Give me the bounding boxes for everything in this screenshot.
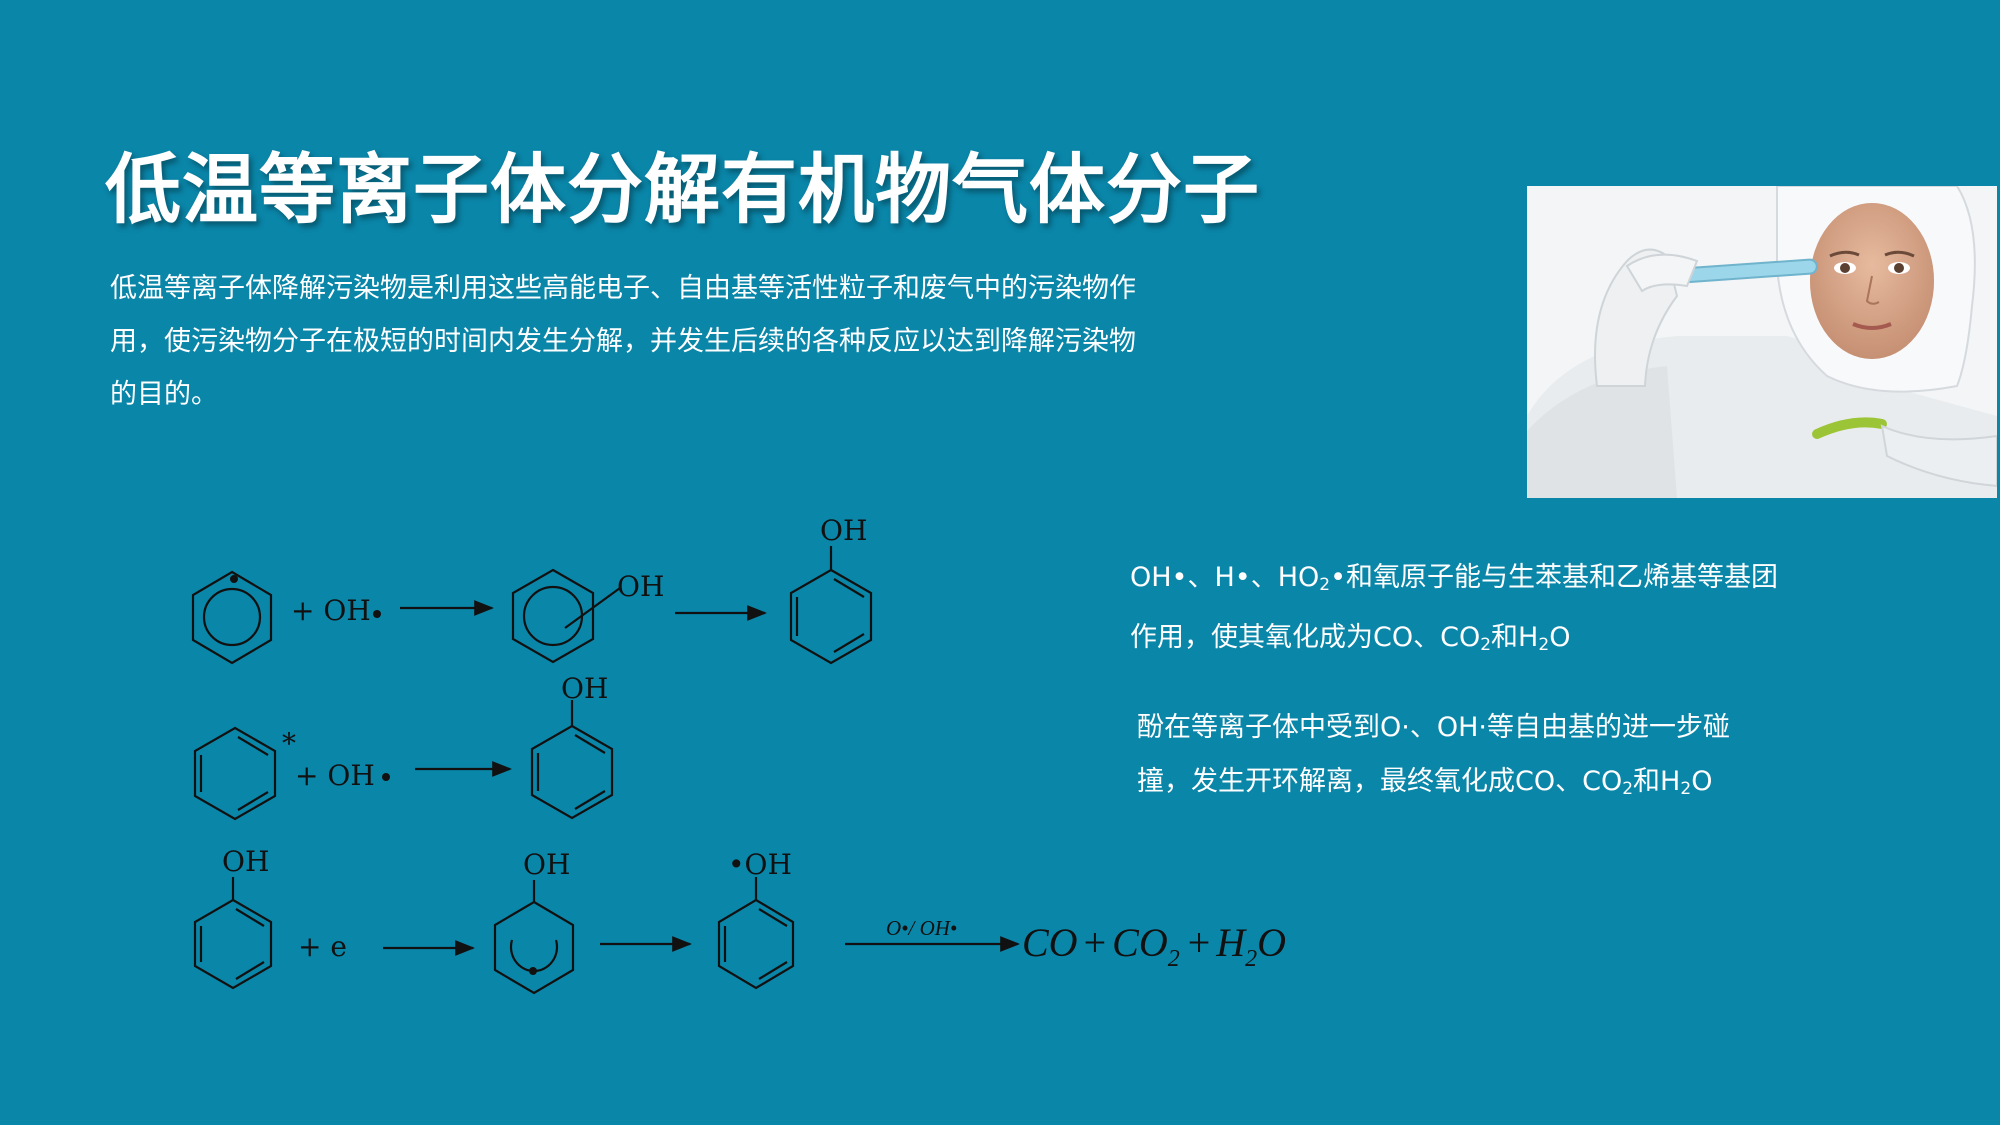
note-phenol-line-1: 酚在等离子体中受到O·、OH·等自由基的进一步碰 — [1137, 712, 1730, 743]
radical-dot — [382, 773, 390, 781]
plus-e-label: + e — [298, 930, 347, 963]
radical-dot — [373, 610, 381, 618]
intro-paragraph: 低温等离子体降解污染物是利用这些高能电子、自由基等活性粒子和废气中的污染物作 用… — [110, 262, 1240, 421]
note-phenol-line-2: 撞，发生开环解离，最终氧化成CO、CO2和H2O — [1137, 766, 1713, 799]
plus-oh-label: + OH — [291, 594, 371, 627]
benzene-ring — [193, 898, 273, 990]
slide-title: 低温等离子体分解有机物气体分子 — [105, 145, 1260, 234]
plus-oh-label: + OH — [295, 759, 375, 792]
benzene-ring — [193, 726, 277, 821]
benzene-ring — [530, 724, 614, 820]
oh-label: OH — [523, 848, 570, 881]
note-radicals-line-1: OH•、H•、HO2•和氧原子能与生苯基和乙烯基等基团 — [1130, 562, 1779, 595]
note-phenol: 酚在等离子体中受到O·、OH·等自由基的进一步碰 撞，发生开环解离，最终氧化成C… — [1137, 701, 1730, 809]
over-arrow-label: O•/ OH• — [886, 916, 957, 940]
benzene-ring — [191, 570, 273, 665]
benzene-ring — [493, 900, 575, 995]
benzene-ring — [717, 898, 795, 990]
oh-label: OH — [820, 514, 867, 547]
oh-label: OH — [222, 845, 269, 878]
intro-line-3: 的目的。 — [110, 379, 218, 410]
reaction-2 — [193, 700, 614, 821]
excited-star: * — [282, 727, 296, 760]
benzene-ring — [789, 568, 873, 665]
oh-label: OH — [617, 570, 664, 603]
note-radicals-line-2: 作用，使其氧化成为CO、CO2和H2O — [1130, 622, 1571, 655]
products-equation: CO+CO2+H2O — [1022, 920, 1286, 972]
benzene-ring — [511, 568, 595, 664]
reaction-1 — [191, 546, 873, 665]
scientist-icon — [1527, 186, 1997, 498]
note-radicals: OH•、H•、HO2•和氧原子能与生苯基和乙烯基等基团 作用，使其氧化成为CO、… — [1130, 548, 1778, 668]
reaction-3 — [193, 877, 1020, 995]
oh-label: OH — [561, 672, 608, 705]
scientist-photo — [1527, 186, 1997, 498]
intro-line-2: 用，使污染物分子在极短的时间内发生分解，并发生后续的各种反应以达到降解污染物 — [110, 326, 1136, 357]
intro-line-1: 低温等离子体降解污染物是利用这些高能电子、自由基等活性粒子和废气中的污染物作 — [110, 273, 1136, 304]
radical-oh-label: •OH — [728, 848, 792, 881]
